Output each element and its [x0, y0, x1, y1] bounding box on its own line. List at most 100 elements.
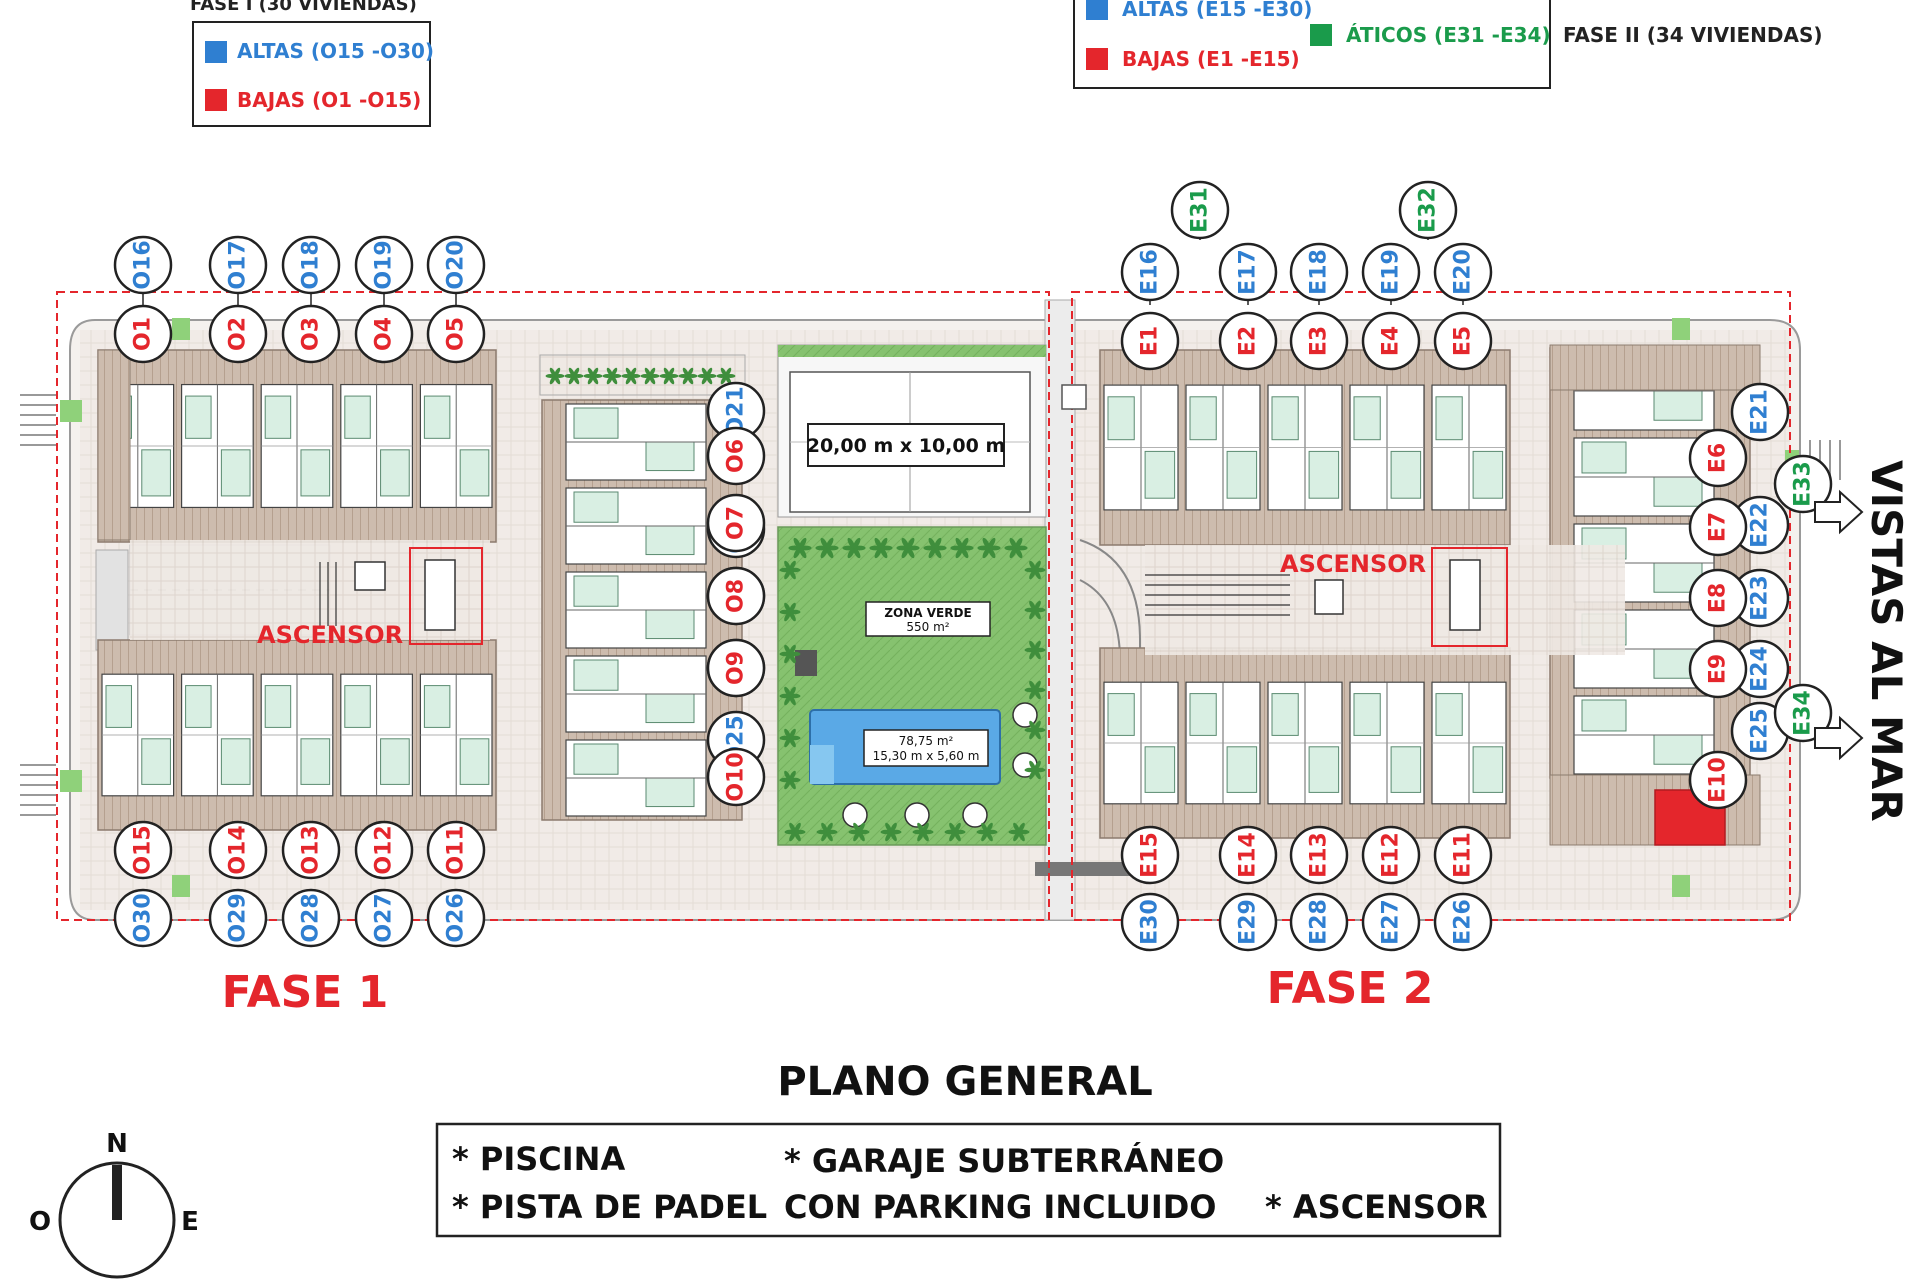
legend-fase1-altas: ALTAS (O15 -O30)	[237, 39, 434, 63]
unit-marker-e25[interactable]: E25	[1730, 701, 1790, 761]
unit-marker-o29[interactable]: O29	[208, 888, 268, 948]
unit-marker-o8[interactable]: O8	[706, 566, 766, 626]
unit-marker-e14[interactable]: E14	[1218, 825, 1278, 885]
unit-marker-o2[interactable]: O2	[208, 304, 268, 364]
palm-icon	[640, 367, 660, 385]
unit-marker-e30[interactable]: E30	[1120, 892, 1180, 952]
unit-marker-e11[interactable]: E11	[1433, 825, 1493, 885]
unit-marker-o17[interactable]: O17	[208, 235, 268, 305]
unit-marker-e3[interactable]: E3	[1289, 311, 1349, 371]
unit-marker-e5[interactable]: E5	[1433, 311, 1493, 371]
unit-marker-e26[interactable]: E26	[1433, 892, 1493, 952]
unit-marker-o21[interactable]: O21	[706, 381, 766, 441]
legend-fase1: FASE I (30 VIVIENDAS) ALTAS (O15 -O30) B…	[190, 0, 434, 127]
unit-label: E3	[1307, 326, 1332, 356]
unit-marker-o30[interactable]: O30	[113, 888, 173, 948]
unit-marker-e7[interactable]: E7	[1688, 497, 1748, 557]
unit-marker-o6[interactable]: O6	[706, 426, 766, 486]
unit-marker-e31[interactable]: E31	[1170, 180, 1230, 240]
unit-marker-o13[interactable]: O13	[281, 820, 341, 880]
unit-label: O18	[299, 240, 324, 289]
palm-icon	[779, 770, 801, 790]
unit-marker-o5[interactable]: O5	[426, 304, 486, 364]
unit-label: E13	[1307, 832, 1332, 878]
unit-marker-o19[interactable]: O19	[354, 235, 414, 305]
unit-marker-o11[interactable]: O11	[426, 820, 486, 880]
unit-marker-e17[interactable]: E17	[1218, 242, 1278, 305]
block-f1-south	[97, 639, 497, 831]
unit-marker-o27[interactable]: O27	[354, 888, 414, 948]
unit-marker-e10[interactable]: E10	[1688, 750, 1748, 810]
unit-marker-o26[interactable]: O26	[426, 888, 486, 948]
unit-label: O29	[226, 893, 251, 942]
unit-marker-o15[interactable]: O15	[113, 820, 173, 880]
unit-marker-e32[interactable]: E32	[1398, 180, 1458, 240]
unit-marker-o20[interactable]: O20	[426, 235, 486, 305]
zona-verde	[777, 526, 1047, 846]
palm-icon	[869, 537, 893, 559]
unit-marker-e15[interactable]: E15	[1120, 825, 1180, 885]
block-f2-north	[1099, 349, 1511, 546]
unit-marker-e33[interactable]: E33	[1773, 454, 1833, 514]
housing-blocks	[97, 344, 1761, 846]
legend-f2-aticos-swatch	[1310, 24, 1332, 46]
unit-label: O2	[226, 317, 251, 351]
unit-marker-o9[interactable]: O9	[706, 638, 766, 698]
palm-icon	[1024, 640, 1046, 660]
unit-marker-o10[interactable]: O10	[706, 747, 766, 807]
elevator-cores	[319, 547, 1508, 647]
phase-label-fase1: FASE 1	[222, 967, 389, 1018]
unit-marker-e2[interactable]: E2	[1218, 311, 1278, 371]
unit-marker-e24[interactable]: E24	[1730, 639, 1790, 699]
unit-label: O27	[372, 893, 397, 942]
unit-marker-e23[interactable]: E23	[1730, 568, 1790, 628]
unit-marker-e27[interactable]: E27	[1361, 892, 1421, 952]
unit-marker-e28[interactable]: E28	[1289, 892, 1349, 952]
arrow-right-icon	[1814, 489, 1864, 535]
palm-icon	[816, 822, 838, 842]
unit-label: E27	[1379, 899, 1404, 945]
unit-marker-o7[interactable]: O7	[706, 493, 766, 553]
unit-marker-o1[interactable]: O1	[113, 304, 173, 364]
unit-label: E5	[1451, 326, 1476, 356]
unit-marker-e6[interactable]: E6	[1688, 428, 1748, 488]
unit-marker-e9[interactable]: E9	[1688, 639, 1748, 699]
legend-bajas-swatch	[205, 89, 227, 111]
palm-icon	[1004, 537, 1028, 559]
feature-piscina: * PISCINA	[452, 1140, 625, 1178]
unit-marker-e12[interactable]: E12	[1361, 825, 1421, 885]
legend-fase2-aticos: ÁTICOS (E31 -E34)	[1346, 23, 1551, 47]
unit-label: E25	[1748, 708, 1773, 754]
unit-label: O16	[131, 240, 156, 289]
unit-label: O7	[724, 506, 749, 540]
feature-garaje: * GARAJE SUBTERRÁNEO	[784, 1142, 1224, 1180]
unit-marker-o16[interactable]: O16	[113, 235, 173, 305]
unit-label: O30	[131, 893, 156, 942]
unit-marker-o28[interactable]: O28	[281, 888, 341, 948]
unit-marker-o4[interactable]: O4	[354, 304, 414, 364]
unit-marker-e29[interactable]: E29	[1218, 892, 1278, 952]
unit-marker-e21[interactable]: E21	[1730, 382, 1790, 442]
sea-view-indicator: VISTAS AL MAR	[1814, 460, 1911, 822]
unit-label: E23	[1748, 575, 1773, 621]
unit-marker-o3[interactable]: O3	[281, 304, 341, 364]
block-f2-south	[1099, 647, 1511, 839]
unit-label: E8	[1706, 583, 1731, 613]
palm-icon	[1008, 822, 1030, 842]
unit-marker-e18[interactable]: E18	[1289, 242, 1349, 305]
unit-marker-e4[interactable]: E4	[1361, 311, 1421, 371]
unit-marker-e1[interactable]: E1	[1120, 311, 1180, 371]
unit-marker-e8[interactable]: E8	[1688, 568, 1748, 628]
unit-marker-e20[interactable]: E20	[1433, 242, 1493, 305]
unit-label: E24	[1748, 646, 1773, 692]
unit-marker-o18[interactable]: O18	[281, 235, 341, 305]
unit-label: O6	[724, 439, 749, 473]
unit-marker-o12[interactable]: O12	[354, 820, 414, 880]
unit-marker-o14[interactable]: O14	[208, 820, 268, 880]
unit-marker-e13[interactable]: E13	[1289, 825, 1349, 885]
palm-icon	[779, 686, 801, 706]
palm-icon	[716, 367, 736, 385]
unit-marker-e16[interactable]: E16	[1120, 242, 1180, 305]
unit-marker-e22[interactable]: E22	[1730, 495, 1790, 555]
unit-marker-e19[interactable]: E19	[1361, 242, 1421, 305]
